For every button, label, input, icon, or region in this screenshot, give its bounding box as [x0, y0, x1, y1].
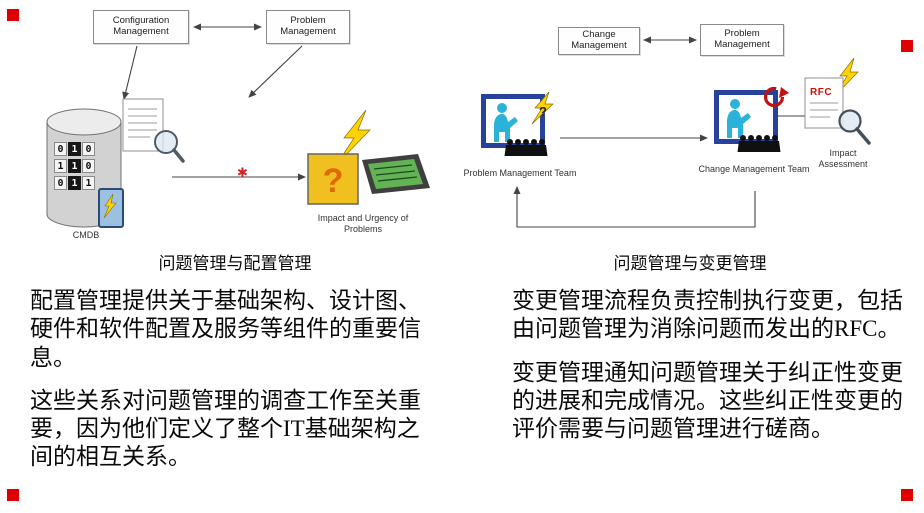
left-paragraph-2: 这些关系对问题管理的调查工作至关重要，因为他们定义了整个IT基础架构之间的相互关… [30, 387, 421, 470]
left-diagram-caption: 问题管理与配置管理 [158, 254, 312, 273]
config-to-cmdb-arrow [122, 45, 138, 100]
feedback-arrow [513, 186, 756, 228]
problem-to-doc-arrow [248, 45, 303, 98]
presenter-icon [730, 99, 740, 109]
right-text-block: 变更管理流程负责控制执行变更，包括由问题管理为消除问题而发出的RFC。 变更管理… [512, 287, 910, 443]
question-box [307, 153, 359, 205]
magnifier-icon [838, 109, 862, 133]
right-paragraph-1: 变更管理流程负责控制执行变更，包括由问题管理为消除问题而发出的RFC。 [512, 288, 903, 342]
configuration-management-box: Configuration Management [93, 10, 189, 44]
corner-marker-bottom-right [901, 489, 913, 501]
cmdb-label: CMDB [72, 230, 100, 240]
change-management-team-label: Change Management Team [698, 164, 810, 174]
problem-management-box-right: Problem Management [700, 24, 784, 56]
impact-assessment-label: Impact Assessment [818, 148, 868, 170]
rfc-text: RFC [810, 87, 832, 98]
change-cycle-arrow-icon [763, 86, 785, 108]
blue-card-icon [98, 188, 124, 228]
lightning-icon [531, 91, 554, 125]
question-mark: ? [323, 162, 344, 200]
audience-icons [504, 139, 548, 156]
impact-urgency-icon: ? [306, 109, 438, 217]
problem-management-box-left: Problem Management [266, 10, 350, 44]
impact-urgency-label: Impact and Urgency of Problems [317, 213, 409, 235]
change-management-box: Change Management [558, 27, 640, 55]
presenter-icon [497, 103, 507, 113]
problem-management-team-label: Problem Management Team [463, 168, 577, 178]
corner-marker-bottom-left [7, 489, 19, 501]
corner-marker-top-right [901, 40, 913, 52]
problem-management-team-icon: ? [477, 90, 569, 175]
change-management-team-icon [710, 86, 802, 171]
team-question-mark: ? [539, 104, 547, 119]
right-diagram-caption: 问题管理与变更管理 [613, 254, 767, 273]
magnifier-icon [154, 130, 178, 154]
left-paragraph-1: 配置管理提供关于基础架构、设计图、硬件和软件配置及服务等组件的重要信息。 [30, 288, 421, 370]
right-paragraph-2: 变更管理通知问题管理关于纠正性变更的进展和完成情况。这些纠正性变更的评价需要与问… [512, 359, 903, 442]
impact-assessment-icon: RFC [800, 57, 882, 163]
arrow-asterisk: ✱ [237, 165, 248, 180]
left-text-block: 配置管理提供关于基础架构、设计图、硬件和软件配置及服务等组件的重要信息。 这些关… [30, 287, 428, 472]
audience-icons [737, 135, 781, 152]
corner-marker-top-left [7, 9, 19, 21]
document-magnifier-icon [120, 96, 188, 175]
